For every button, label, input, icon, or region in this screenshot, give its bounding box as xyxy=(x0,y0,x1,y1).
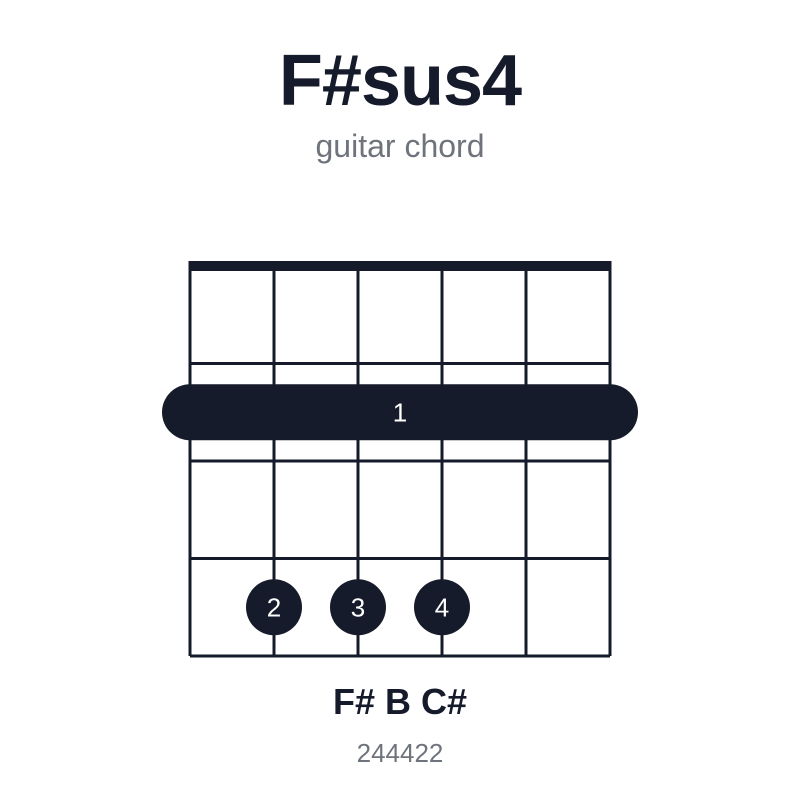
chord-title: F#sus4 xyxy=(278,41,522,121)
barre xyxy=(162,384,638,441)
finger-dot-label: 4 xyxy=(435,592,449,622)
finger-dot-label: 3 xyxy=(351,592,365,622)
nut xyxy=(188,261,612,271)
chord-notes: F# B C# xyxy=(332,681,468,722)
finger-dot xyxy=(414,579,470,636)
finger-dot xyxy=(246,579,302,636)
finger-dot xyxy=(330,579,386,636)
fingering-code: 244422 xyxy=(356,738,444,768)
finger-dot-label: 2 xyxy=(267,592,281,622)
chord-subtitle: guitar chord xyxy=(315,128,485,164)
barre-finger-label: 1 xyxy=(393,397,407,427)
